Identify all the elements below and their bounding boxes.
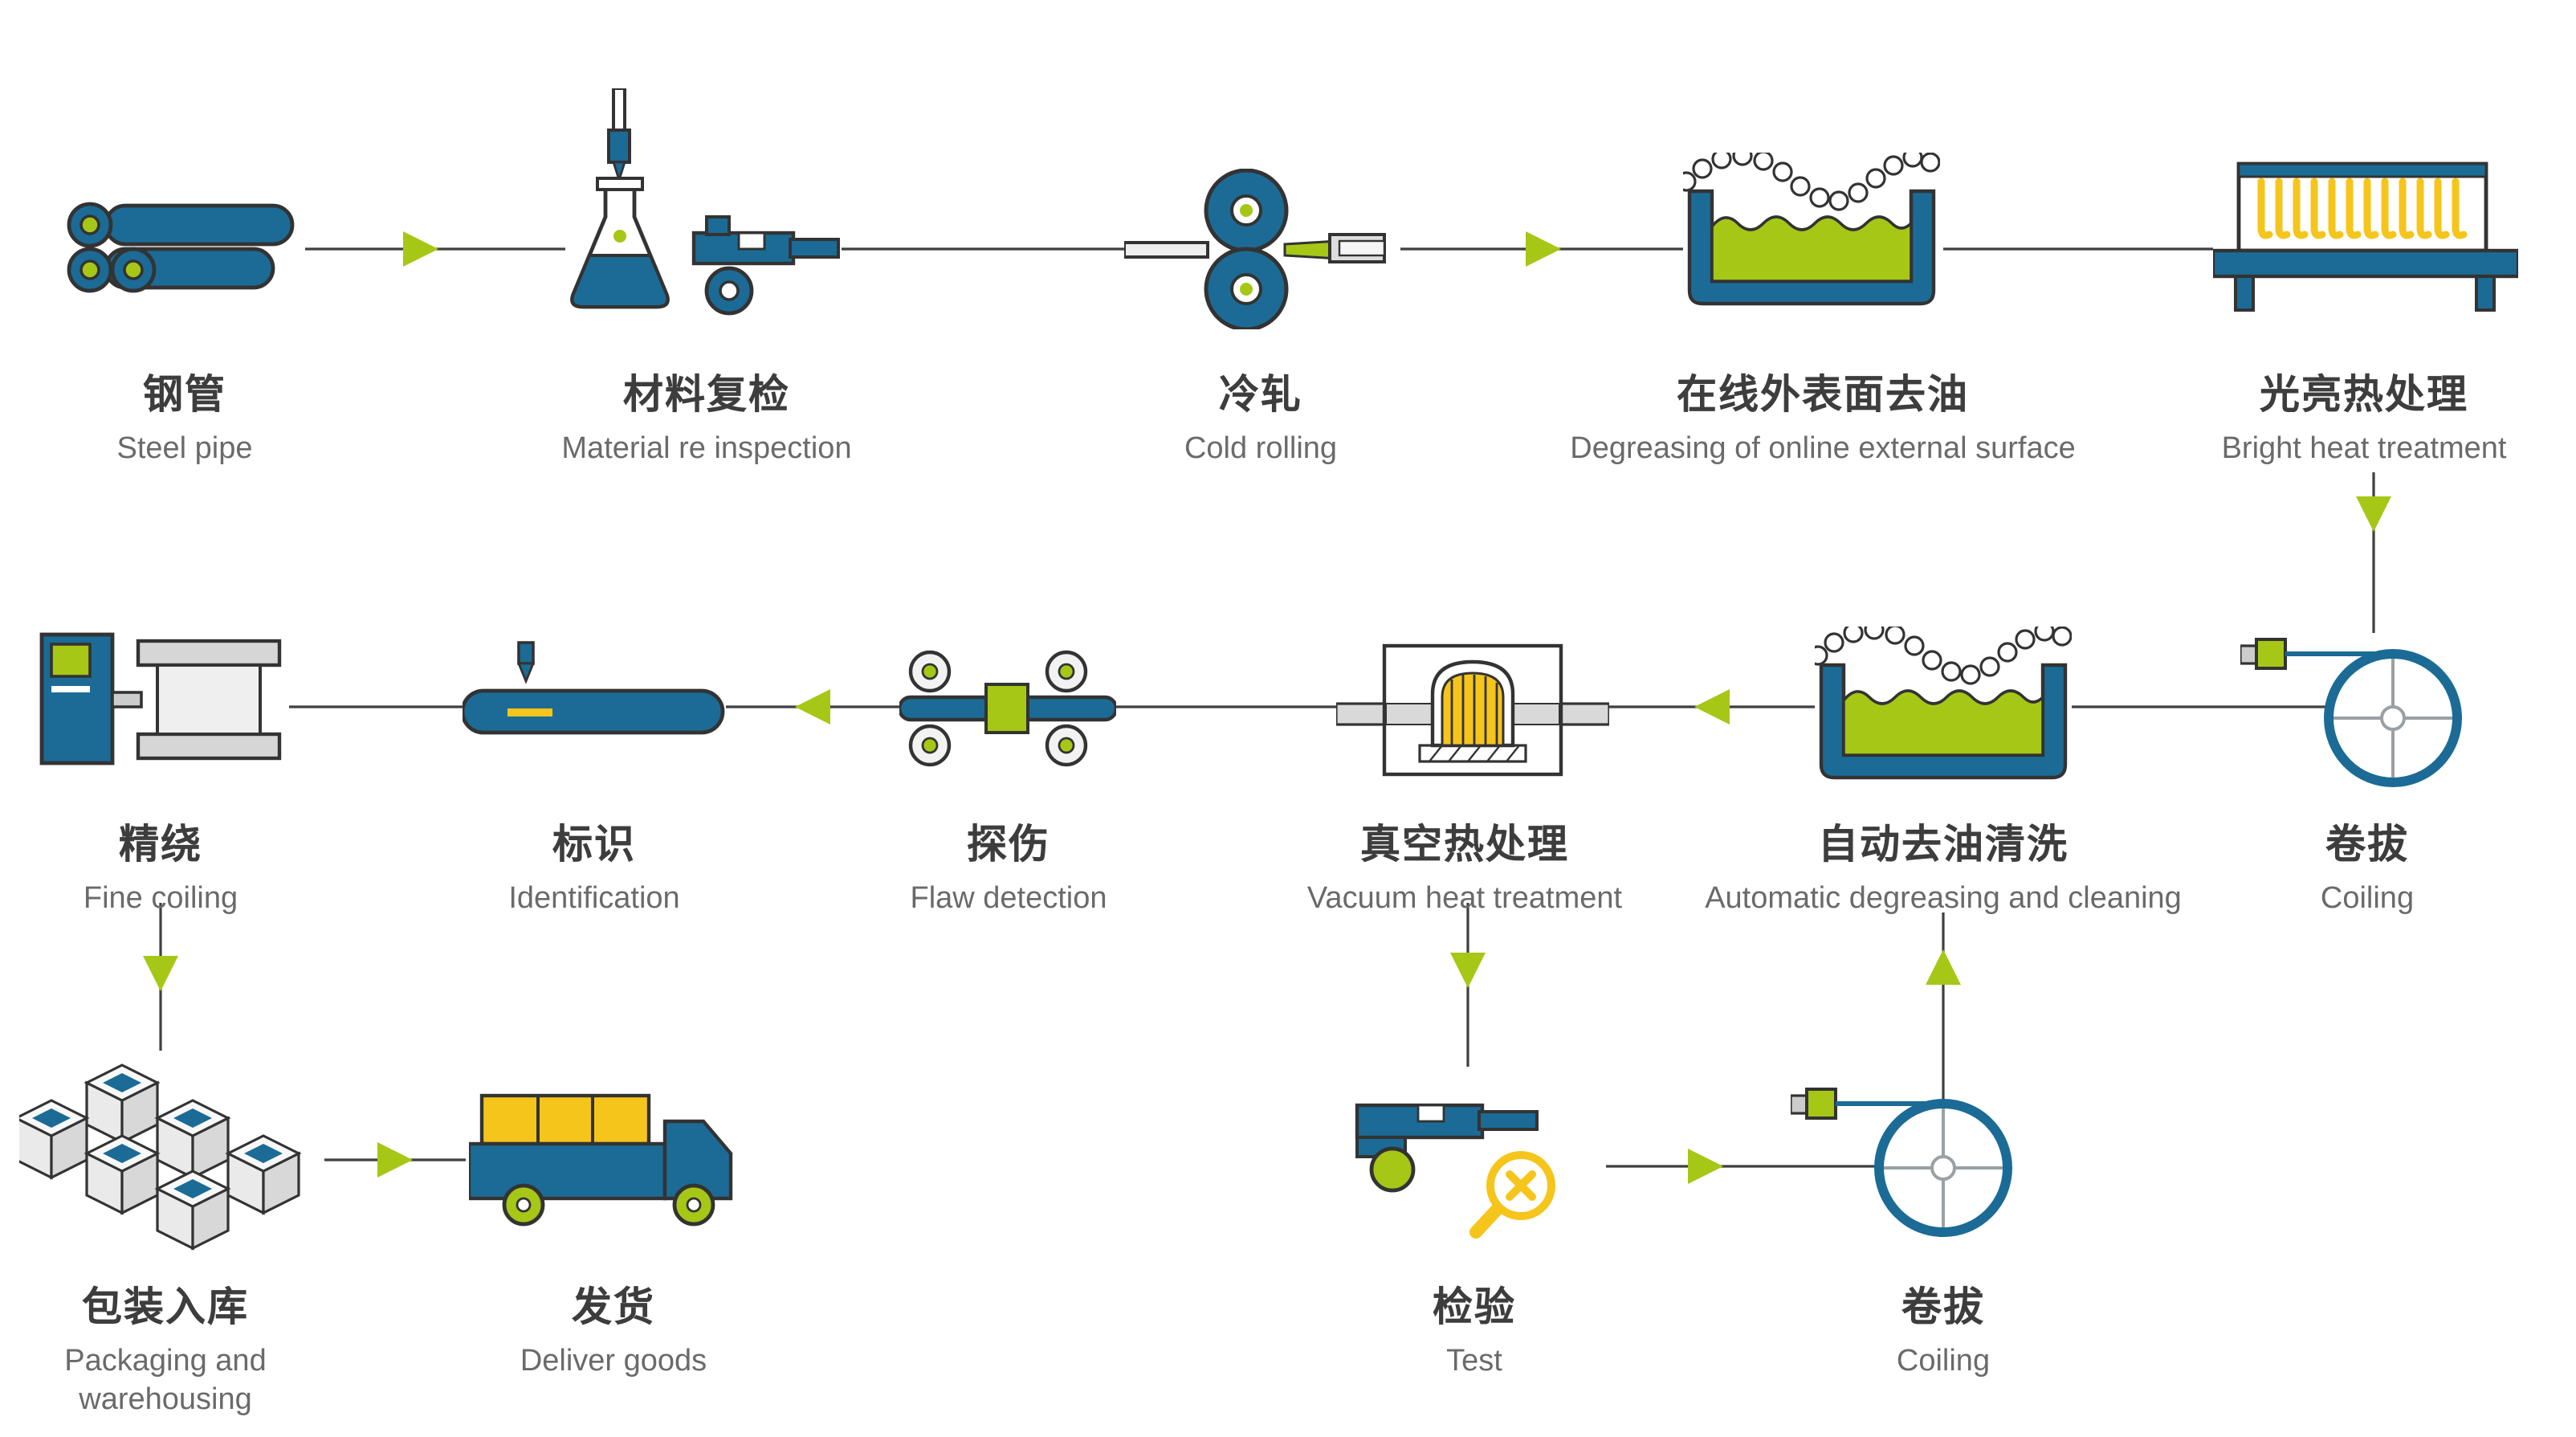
label-test: 检验 Test (1433, 1276, 1516, 1382)
label-online-degreasing: 在线外表面去油 Degreasing of online external su… (1570, 363, 2076, 469)
label-steel-pipe-en: Steel pipe (116, 432, 253, 466)
delivery-truck-icon (469, 1080, 758, 1234)
label-steel-pipe-zh: 钢管 (142, 373, 227, 418)
label-packaging-warehousing: 包装入库 Packaging and warehousing (24, 1276, 307, 1419)
label-online-degreasing-zh: 在线外表面去油 (1676, 373, 1969, 418)
label-identification-zh: 标识 (552, 823, 636, 868)
label-test-zh: 检验 (1432, 1285, 1517, 1330)
label-automatic-degreasing-en: Automatic degreasing and cleaning (1705, 882, 2182, 916)
test-gauge-magnifier-icon (1354, 1073, 1603, 1247)
identification-marker-icon (463, 639, 744, 739)
flask-and-caliper-icon (565, 88, 862, 326)
arrow-rolling-to-degreasing-icon (1526, 231, 1561, 267)
label-coiling-top: 卷拔 Coiling (2321, 813, 2414, 919)
label-test-en: Test (1446, 1345, 1502, 1378)
label-vacuum-heat-treatment-zh: 真空热处理 (1359, 823, 1569, 868)
label-coiling-bottom-en: Coiling (1896, 1345, 1991, 1378)
label-fine-coiling: 精绕 Fine coiling (84, 813, 238, 919)
label-flaw-detection: 探伤 Flaw detection (910, 813, 1107, 919)
arrow-test-to-coilingbottom-icon (1688, 1149, 1723, 1184)
label-material-re-inspection: 材料复检 Material re inspection (561, 363, 851, 469)
label-automatic-degreasing-zh: 自动去油清洗 (1817, 823, 2069, 868)
label-bright-heat-treatment: 光亮热处理 Bright heat treatment (2222, 363, 2507, 469)
label-deliver-goods-en: Deliver goods (520, 1345, 707, 1378)
auto-degreasing-tank-icon (1815, 627, 2072, 787)
label-coiling-bottom-zh: 卷拔 (1901, 1285, 1985, 1330)
label-flaw-detection-en: Flaw detection (910, 882, 1107, 916)
flaw-detection-rollers-icon (899, 647, 1116, 770)
arrow-finecoiling-to-packaging-icon (143, 956, 178, 991)
label-packaging-warehousing-zh: 包装入库 (81, 1285, 249, 1330)
coiling-spool-bottom-icon (1791, 1076, 2032, 1240)
label-packaging-warehousing-en: Packaging and warehousing (64, 1345, 267, 1417)
label-automatic-degreasing: 自动去油清洗 Automatic degreasing and cleaning (1705, 813, 2182, 919)
label-coiling-bottom: 卷拔 Coiling (1897, 1276, 1990, 1382)
label-coiling-top-en: Coiling (2320, 882, 2415, 916)
label-identification: 标识 Identification (508, 813, 679, 919)
label-vacuum-heat-treatment-en: Vacuum heat treatment (1306, 882, 1623, 916)
label-deliver-goods: 发货 Deliver goods (520, 1276, 707, 1382)
label-material-re-inspection-en: Material re inspection (561, 432, 852, 466)
label-fine-coiling-en: Fine coiling (83, 882, 238, 916)
arrow-vacuum-to-test-icon (1450, 953, 1486, 988)
label-fine-coiling-zh: 精绕 (118, 823, 203, 868)
label-vacuum-heat-treatment: 真空热处理 Vacuum heat treatment (1307, 813, 1622, 919)
arrow-brightheat-to-coiling-icon (2356, 496, 2391, 532)
fine-coiling-machine-icon (32, 631, 289, 784)
packaging-boxes-icon (19, 1057, 324, 1269)
label-coiling-top-zh: 卷拔 (2325, 823, 2409, 868)
arrow-packaging-to-deliver-icon (377, 1142, 413, 1178)
bright-heat-furnace-icon (2213, 161, 2518, 313)
label-cold-rolling: 冷轧 Cold rolling (1184, 363, 1337, 469)
label-online-degreasing-en: Degreasing of online external surface (1570, 432, 2076, 466)
rolling-mill-icon (1124, 169, 1397, 329)
label-bright-heat-treatment-en: Bright heat treatment (2221, 432, 2507, 466)
label-flaw-detection-zh: 探伤 (966, 823, 1051, 868)
label-identification-en: Identification (508, 882, 680, 916)
label-material-re-inspection-zh: 材料复检 (622, 373, 790, 418)
arrow-steelpipe-to-inspection-icon (403, 231, 438, 267)
label-cold-rolling-en: Cold rolling (1184, 432, 1338, 466)
arrow-coilingbottom-to-autodegreasing-icon (1926, 949, 1961, 985)
coiling-spool-icon (2240, 627, 2481, 790)
degreasing-tank-icon (1683, 153, 1940, 313)
vacuum-furnace-icon (1336, 639, 1609, 784)
label-deliver-goods-zh: 发货 (571, 1285, 656, 1330)
arrow-autodegreasing-to-vacuum-icon (1694, 689, 1730, 725)
label-cold-rolling-zh: 冷轧 (1218, 373, 1303, 418)
label-bright-heat-treatment-zh: 光亮热处理 (2259, 373, 2468, 418)
label-steel-pipe: 钢管 Steel pipe (116, 363, 252, 469)
arrow-flaw-to-identification-icon (795, 689, 830, 725)
steel-pipe-icon (64, 201, 305, 297)
